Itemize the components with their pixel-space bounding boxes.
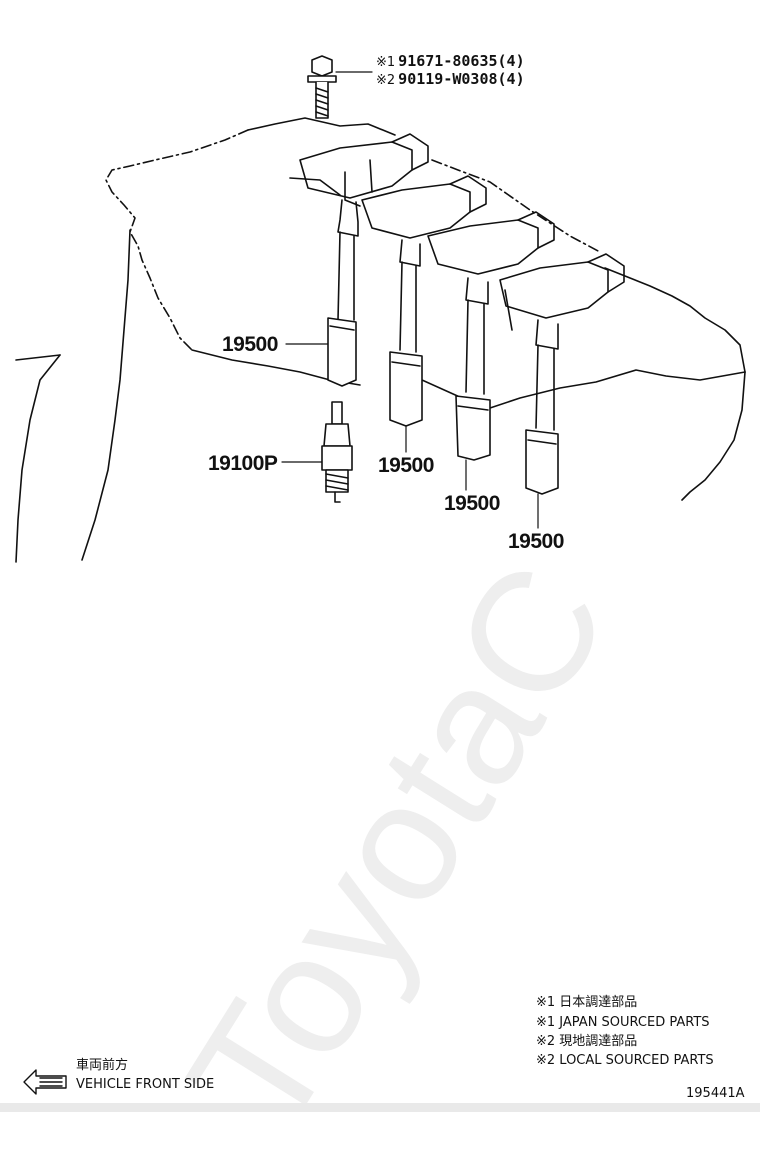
coil-label-3: 19500 [444,492,500,515]
callout-part-number: 90119-W0308(4) [398,70,525,88]
diagram-id: 195441A [686,1086,745,1101]
legend-line-2: ※1 JAPAN SOURCED PARTS [536,1015,710,1030]
coil-label-1: 19500 [222,333,278,356]
coil-label-4: 19500 [508,530,564,553]
coil-label-2: 19500 [378,454,434,477]
callout-mark: ※1 [376,55,396,70]
ignition-coil-4 [499,253,625,495]
leader-lines [281,343,539,529]
legend-line-3: ※2 現地調達部品 [536,1034,638,1049]
ignition-coil-3 [427,211,555,461]
coil-bolt [307,55,373,119]
ignition-coil-2 [361,175,487,427]
legend-line-4: ※2 LOCAL SOURCED PARTS [536,1053,714,1068]
bottom-bar [0,1103,760,1112]
callout-part-number: 91671-80635(4) [398,52,525,70]
callout-mark: ※2 [376,73,396,88]
spark-plug [321,401,353,503]
ignition-coil-diagram [15,55,746,1095]
legend-line-1: ※1 日本調達部品 [536,995,638,1010]
vehicle-front-en: VEHICLE FRONT SIDE [76,1077,215,1092]
vehicle-front-jp: 車両前方 [76,1058,129,1073]
spark-plug-label: 19100P [208,452,278,475]
front-arrow-icon [23,1069,67,1095]
ignition-coil-1 [289,133,429,387]
